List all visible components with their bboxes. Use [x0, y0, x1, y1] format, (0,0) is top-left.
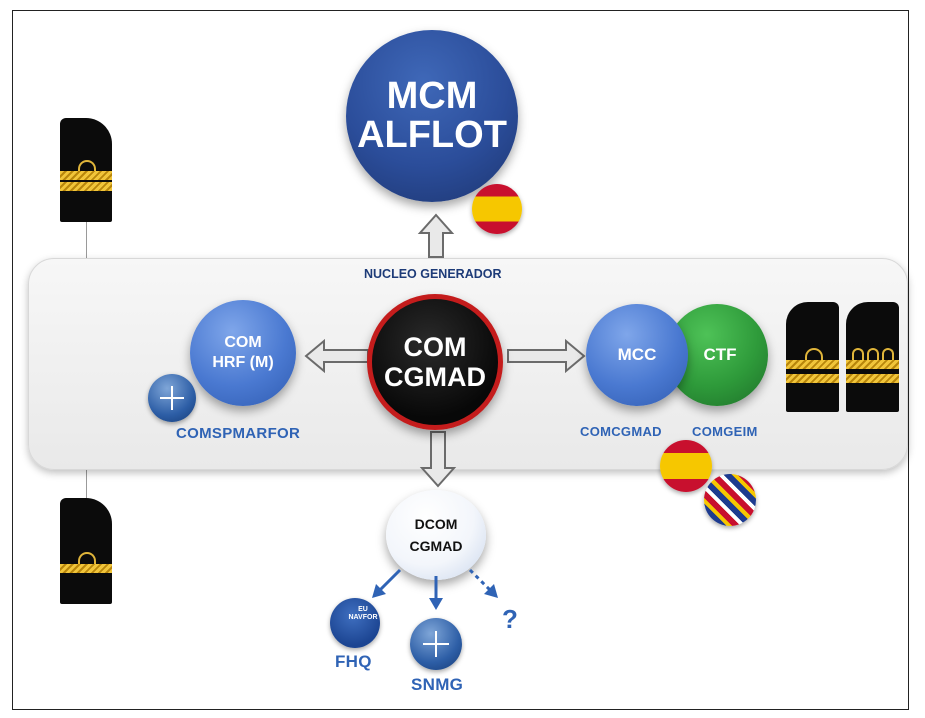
arrow-down-icon [419, 431, 457, 488]
node-line1: COM [403, 332, 467, 362]
dcom-cgmad-node: DCOM CGMAD [386, 490, 486, 580]
comcgmad-label: COMCGMAD [580, 424, 662, 439]
comspmarfor-label: COMSPMARFOR [176, 425, 301, 442]
nato-emblem-icon [148, 374, 196, 422]
node-label: CTF [703, 345, 737, 364]
spain-flag-icon [472, 184, 522, 234]
arrow-up-icon [417, 213, 455, 258]
node-line1: DCOM [414, 516, 458, 532]
eu-navfor-badge-text: EU NAVFOR [348, 606, 378, 621]
branch-arrows [372, 568, 498, 610]
node-line1: COM [224, 334, 262, 351]
shoulder-board-icon [846, 302, 899, 412]
shoulder-board-icon [60, 118, 112, 222]
arrow-right-icon [507, 339, 586, 373]
shoulder-board-icon [786, 302, 839, 412]
fhq-label: FHQ [335, 652, 372, 671]
shoulder-board-icon [60, 498, 112, 604]
node-line2: ALFLOT [357, 114, 507, 156]
com-hrf-node: COM HRF (M) [190, 300, 296, 406]
nato-emblem-icon [410, 618, 462, 670]
node-line2: CGMAD [409, 538, 463, 554]
node-label: MCC [617, 345, 657, 364]
node-line2: CGMAD [384, 362, 486, 392]
arrow-left-icon [304, 339, 369, 373]
com-cgmad-node: COM CGMAD [367, 294, 503, 430]
figure-frame [12, 10, 909, 710]
mcc-node: MCC [586, 304, 688, 406]
nucleo-generador-label: NUCLEO GENERADOR [364, 267, 502, 281]
spain-flag-icon [660, 440, 712, 492]
mcm-alflot-node: MCM ALFLOT [346, 30, 518, 202]
eu-navfor-emblem-icon: EU NAVFOR [330, 598, 380, 648]
multinational-flags-icon [704, 474, 756, 526]
node-line1: MCM [386, 75, 478, 117]
comgeim-label: COMGEIM [692, 424, 758, 439]
snmg-label: SNMG [411, 675, 464, 694]
node-line2: HRF (M) [212, 354, 274, 371]
unknown-branch-label: ? [502, 604, 519, 634]
